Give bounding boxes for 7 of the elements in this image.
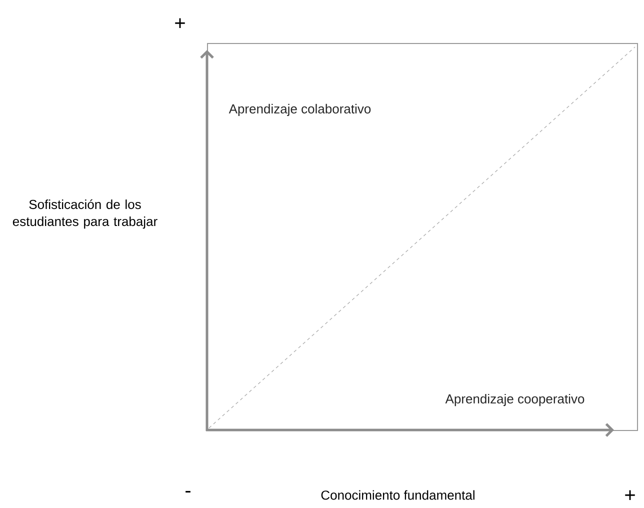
axis-label: Sofisticación de los estudiantes para trabajar: [12, 199, 158, 229]
sign: -: [186, 490, 190, 493]
quadrant-label: Aprendizaje colaborativo: [228, 104, 371, 116]
quadrant-label: Aprendizaje cooperativo: [445, 394, 584, 406]
axis-label: Conocimiento fundamental: [321, 490, 474, 500]
sign: +: [175, 18, 185, 28]
sign: +: [625, 490, 635, 500]
